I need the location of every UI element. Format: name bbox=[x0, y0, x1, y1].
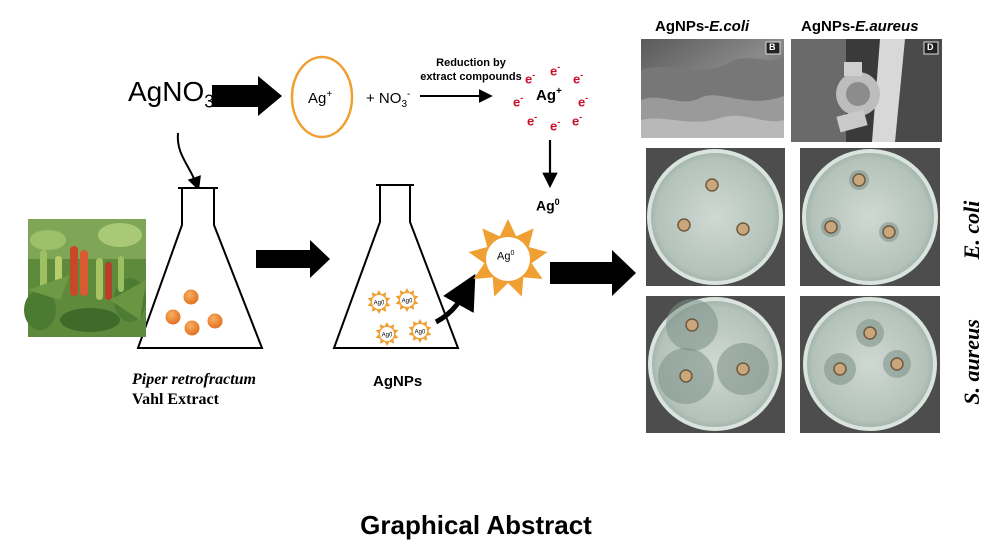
agnp-particle-label: Ag0 bbox=[402, 299, 413, 305]
piper-plant-photo bbox=[24, 219, 146, 337]
ag-ion-label: Ag+ bbox=[308, 89, 332, 107]
agnps-label: AgNPs bbox=[373, 373, 423, 390]
agnp-particle-label: Ag0 bbox=[374, 301, 385, 307]
curved-arrow-to-ag0 bbox=[434, 273, 476, 325]
agno3-sub: 3 bbox=[204, 91, 215, 112]
agnp-core bbox=[372, 295, 386, 309]
big-star-base: Ag bbox=[497, 250, 511, 263]
sem-tag-d: D bbox=[927, 42, 934, 52]
ag0-star-core bbox=[486, 237, 530, 281]
extract-type: Vahl Extract bbox=[132, 391, 219, 408]
sem-aureus-species: E.aureus bbox=[855, 18, 919, 35]
extract-flask bbox=[136, 187, 264, 349]
electron: e- bbox=[550, 117, 561, 134]
petri-plate-saureus-2 bbox=[800, 296, 940, 433]
petri-plate-ecoli-1 bbox=[646, 148, 785, 286]
ag-ion-sup: + bbox=[326, 89, 333, 100]
ag0-base: Ag bbox=[536, 197, 555, 214]
electron: e- bbox=[572, 112, 583, 129]
ag0-label: Ag0 bbox=[536, 197, 560, 214]
extract-label: Piper retrofractum Vahl Extract bbox=[132, 370, 256, 410]
big-star-label: Ag0 bbox=[497, 250, 514, 263]
electron: e- bbox=[550, 62, 561, 79]
agno3-label: AgNO3 bbox=[128, 76, 214, 113]
ag-ion-circle bbox=[290, 55, 354, 139]
agnp-core bbox=[380, 327, 394, 341]
sem-ecoli-prefix: AgNPs- bbox=[655, 18, 710, 35]
ag0-sup: 0 bbox=[554, 197, 560, 207]
agnps-flask bbox=[332, 184, 460, 349]
sem-image-aureus bbox=[791, 39, 942, 142]
agnp-core bbox=[413, 324, 427, 338]
electron: e- bbox=[527, 112, 538, 129]
curved-arrow-to-flask bbox=[176, 132, 201, 191]
row-label-saureus: S. aureus bbox=[959, 319, 984, 405]
reduction-label: Reduction by extract compounds bbox=[411, 56, 531, 84]
ag0-nanoparticle bbox=[468, 219, 548, 297]
agnp-core bbox=[400, 293, 414, 307]
sem-tag-b: B bbox=[769, 42, 776, 52]
cluster-ag-label: Ag+ bbox=[536, 86, 562, 104]
extract-droplet bbox=[207, 313, 223, 329]
electron: e- bbox=[573, 70, 584, 87]
agnp-particle-label: Ag0 bbox=[382, 333, 393, 339]
caption-text: Graphical Abstract bbox=[360, 510, 592, 540]
electron: e- bbox=[578, 93, 589, 110]
reduction-line2: extract compounds bbox=[420, 71, 522, 83]
agno3-base: AgNO bbox=[128, 76, 205, 107]
extract-droplet bbox=[183, 289, 199, 305]
big-arrow-to-ion bbox=[212, 76, 282, 116]
caption: Graphical Abstract bbox=[0, 510, 992, 541]
nitrate-sup: - bbox=[407, 89, 411, 100]
ag-ion-base: Ag bbox=[308, 90, 327, 107]
nitrate-label: + NO3- bbox=[366, 89, 410, 110]
extract-species: Piper retrofractum bbox=[132, 371, 256, 388]
electron: e- bbox=[525, 70, 536, 87]
extract-droplet bbox=[184, 320, 200, 336]
sem-title-aureus: AgNPs-E.aureus bbox=[801, 18, 919, 35]
sem-image-ecoli bbox=[641, 39, 784, 138]
reduction-line1: Reduction by bbox=[436, 57, 506, 69]
petri-plate-saureus-1 bbox=[646, 296, 785, 433]
agnp-particle-label: Ag0 bbox=[415, 330, 426, 336]
big-star-sup: 0 bbox=[510, 250, 515, 257]
nitrate-prefix: + NO bbox=[366, 90, 402, 107]
petri-plate-ecoli-2 bbox=[800, 148, 940, 286]
nitrate-sub: 3 bbox=[401, 99, 407, 110]
sem-ecoli-species: E.coli bbox=[709, 18, 750, 35]
extract-droplet bbox=[165, 309, 181, 325]
cluster-ag-base: Ag bbox=[536, 87, 556, 104]
row-label-ecoli: E. coli bbox=[959, 200, 984, 260]
big-arrow-to-plates bbox=[550, 250, 636, 296]
cluster-ag-sup: + bbox=[556, 86, 562, 97]
sem-title-ecoli: AgNPs-E.coli bbox=[655, 18, 749, 35]
sem-aureus-prefix: AgNPs- bbox=[801, 18, 856, 35]
electron: e- bbox=[513, 93, 524, 110]
arrow-flask-to-flask bbox=[256, 240, 330, 278]
